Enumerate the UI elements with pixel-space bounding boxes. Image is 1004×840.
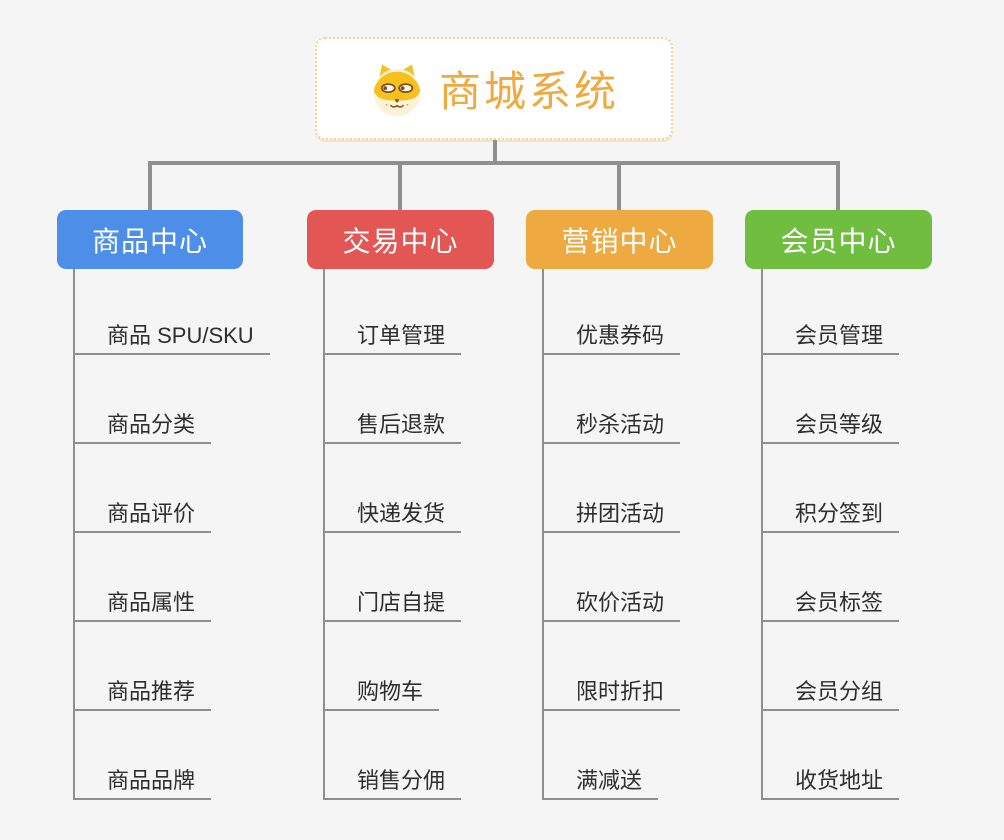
- leaf-node[interactable]: 商品推荐: [75, 622, 212, 711]
- leaf-node[interactable]: 会员标签: [763, 533, 900, 622]
- leaf-node[interactable]: 商品属性: [75, 533, 212, 622]
- leaf-label: 门店自提: [357, 589, 446, 615]
- leaf-label: 商品属性: [107, 589, 196, 615]
- leaf-label: 商品 SPU/SKU: [107, 322, 254, 348]
- leaf-node[interactable]: 收货地址: [763, 711, 900, 800]
- leaf-node[interactable]: 商品分类: [75, 355, 212, 444]
- branch-node-trade-center[interactable]: 交易中心: [307, 210, 494, 269]
- branch-node-marketing-center[interactable]: 营销中心: [526, 210, 713, 269]
- connector-horizontal: [148, 161, 840, 165]
- root-node[interactable]: 商城系统: [315, 37, 673, 140]
- leaf-node[interactable]: 拼团活动: [544, 444, 681, 533]
- leaf-node[interactable]: 快递发货: [325, 444, 462, 533]
- leaf-node[interactable]: 订单管理: [325, 269, 462, 355]
- connector-branch-4: [836, 161, 840, 210]
- branch-node-product-center[interactable]: 商品中心: [57, 210, 243, 269]
- branch-items-marketing-center: 优惠券码秒杀活动拼团活动砍价活动限时折扣满减送: [542, 269, 681, 800]
- leaf-node[interactable]: 门店自提: [325, 533, 462, 622]
- leaf-label: 购物车: [357, 678, 424, 704]
- leaf-label: 会员分组: [795, 678, 884, 704]
- leaf-label: 售后退款: [357, 411, 446, 437]
- connector-root-stem: [493, 140, 497, 165]
- leaf-node[interactable]: 积分签到: [763, 444, 900, 533]
- leaf-node[interactable]: 商品品牌: [75, 711, 212, 800]
- connector-branch-3: [617, 161, 621, 210]
- connector-branch-2: [398, 161, 402, 210]
- connector-branch-1: [148, 161, 152, 210]
- leaf-label: 秒杀活动: [576, 411, 665, 437]
- root-title: 商城系统: [438, 68, 619, 115]
- leaf-node[interactable]: 会员管理: [763, 269, 900, 355]
- leaf-node[interactable]: 优惠券码: [544, 269, 681, 355]
- branch-items-trade-center: 订单管理售后退款快递发货门店自提购物车销售分佣: [323, 269, 462, 800]
- leaf-node[interactable]: 售后退款: [325, 355, 462, 444]
- leaf-node[interactable]: 会员分组: [763, 622, 900, 711]
- branch-items-member-center: 会员管理会员等级积分签到会员标签会员分组收货地址: [761, 269, 900, 800]
- leaf-label: 快递发货: [357, 500, 446, 526]
- leaf-label: 会员等级: [795, 411, 884, 437]
- leaf-label: 商品评价: [107, 500, 196, 526]
- leaf-label: 订单管理: [357, 322, 446, 348]
- branch-label: 营销中心: [561, 225, 678, 257]
- leaf-label: 销售分佣: [357, 767, 446, 793]
- branch-label: 会员中心: [780, 225, 897, 257]
- leaf-label: 商品品牌: [107, 767, 196, 793]
- leaf-node[interactable]: 商品 SPU/SKU: [75, 269, 270, 355]
- leaf-label: 商品分类: [107, 411, 196, 437]
- leaf-node[interactable]: 会员等级: [763, 355, 900, 444]
- leaf-label: 限时折扣: [576, 678, 665, 704]
- leaf-label: 砍价活动: [576, 589, 665, 615]
- leaf-node[interactable]: 商品评价: [75, 444, 212, 533]
- branch-label: 交易中心: [342, 225, 459, 257]
- branch-items-product-center: 商品 SPU/SKU 商品分类商品评价商品属性商品推荐商品品牌: [73, 269, 270, 800]
- leaf-node[interactable]: 秒杀活动: [544, 355, 681, 444]
- leaf-node[interactable]: 满减送: [544, 711, 659, 800]
- leaf-label: 收货地址: [795, 767, 884, 793]
- leaf-label: 商品推荐: [107, 678, 196, 704]
- leaf-label: 满减送: [576, 767, 643, 793]
- leaf-label: 优惠券码: [576, 322, 665, 348]
- leaf-label: 会员标签: [795, 589, 884, 615]
- branch-node-member-center[interactable]: 会员中心: [745, 210, 932, 269]
- leaf-label: 会员管理: [795, 322, 884, 348]
- leaf-label: 拼团活动: [576, 500, 665, 526]
- leaf-node[interactable]: 购物车: [325, 622, 440, 711]
- branch-label: 商品中心: [91, 225, 208, 257]
- leaf-node[interactable]: 砍价活动: [544, 533, 681, 622]
- leaf-label: 积分签到: [795, 500, 884, 526]
- leaf-node[interactable]: 销售分佣: [325, 711, 462, 800]
- shiba-dog-face-icon: [373, 64, 421, 116]
- leaf-node[interactable]: 限时折扣: [544, 622, 681, 711]
